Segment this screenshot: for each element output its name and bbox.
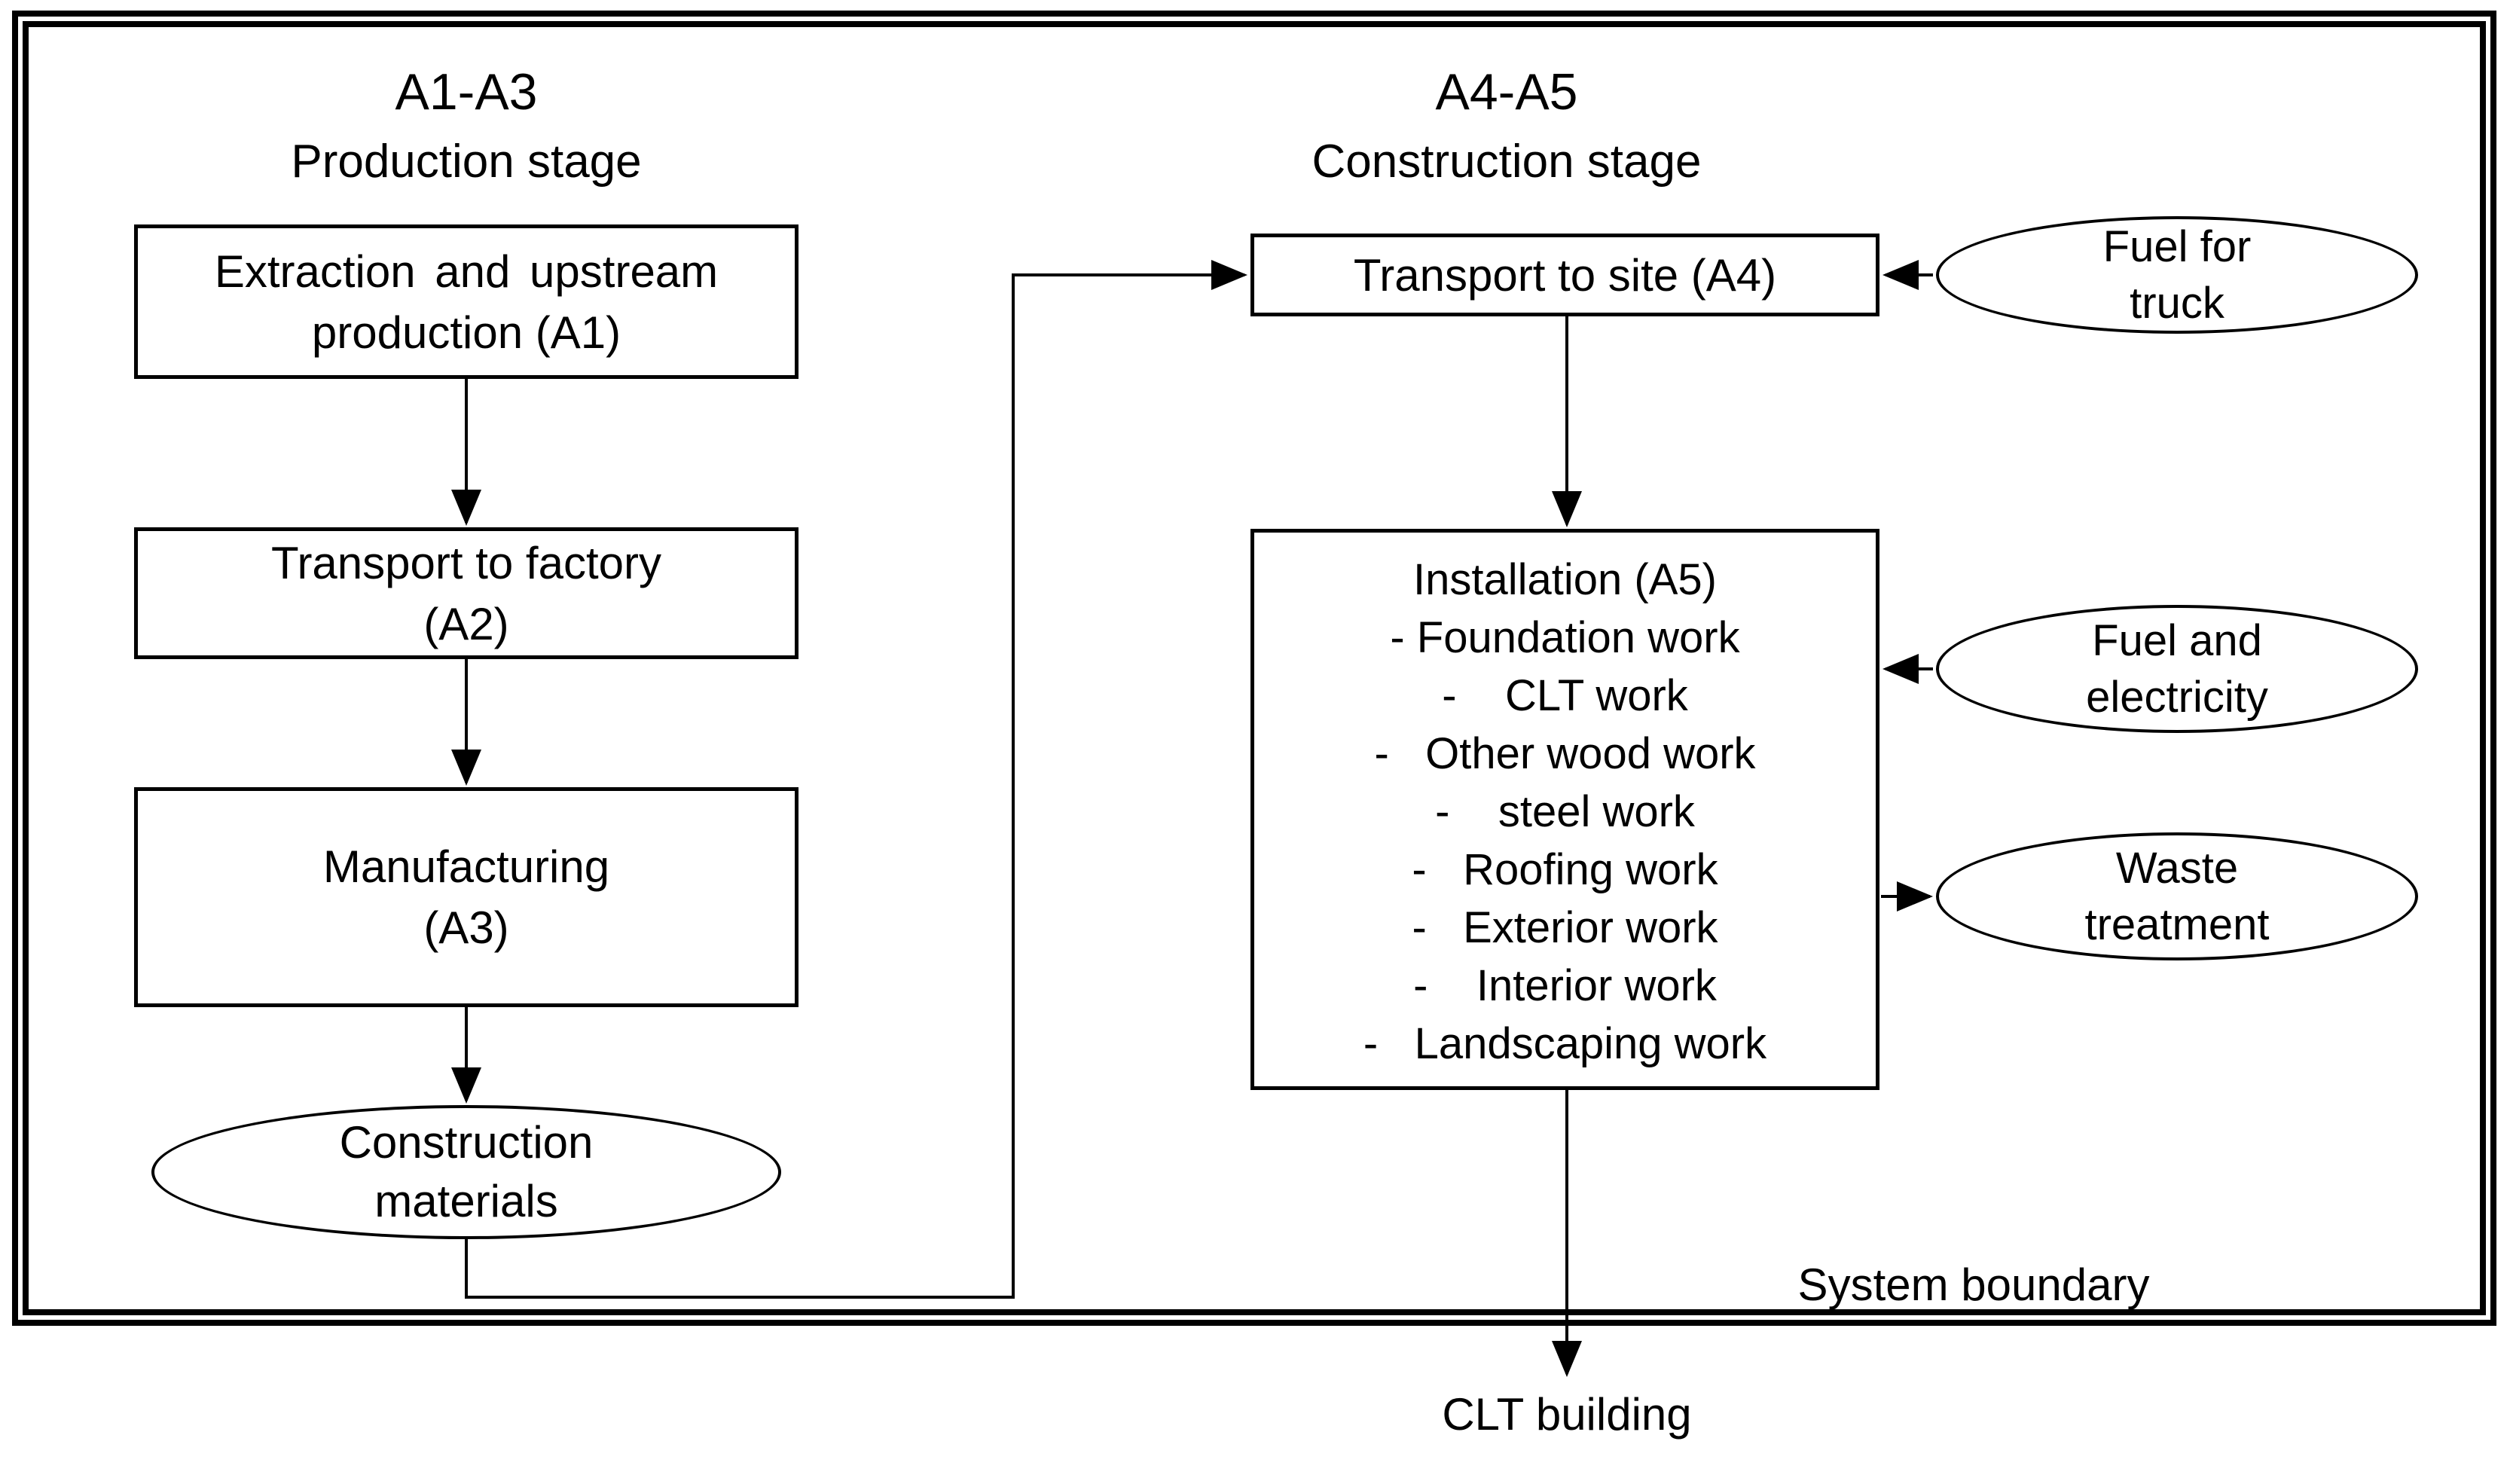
extraction-box-line2: production (A1) <box>311 307 621 358</box>
transport-to-site-box: Transport to site (A4) <box>1250 234 1879 316</box>
installation-box: Installation (A5) - Foundation work - CL… <box>1250 529 1879 1090</box>
manufacturing-box: Manufacturing (A3) <box>134 787 798 1007</box>
system-boundary-inner-border <box>23 21 2486 1315</box>
fuel-for-truck-line1: Fuel for <box>2102 221 2252 271</box>
production-stage-label: Production stage <box>291 136 642 188</box>
installation-item-foundation: - Foundation work <box>1390 613 1740 662</box>
transport-to-factory-line2: (A2) <box>423 598 509 649</box>
construction-materials-line1: Construction <box>339 1117 594 1168</box>
waste-treatment-line2: treatment <box>2084 900 2270 949</box>
fuel-and-electricity-line2: electricity <box>2086 673 2268 722</box>
installation-item-steel: - steel work <box>1435 787 1695 836</box>
installation-item-clt: - CLT work <box>1442 671 1688 720</box>
extraction-box: Extraction and upstream production (A1) <box>134 224 798 379</box>
installation-title: Installation (A5) <box>1413 555 1717 604</box>
transport-to-site-label: Transport to site (A4) <box>1353 249 1777 301</box>
fuel-for-truck-ellipse: Fuel for truck <box>1936 216 2418 334</box>
construction-stage-label: Construction stage <box>1311 136 1702 188</box>
construction-stage-code: A4-A5 <box>1435 63 1578 121</box>
installation-item-exterior: - Exterior work <box>1412 903 1718 952</box>
construction-materials-ellipse: Construction materials <box>151 1105 781 1239</box>
manufacturing-line1: Manufacturing <box>322 841 610 892</box>
waste-treatment-ellipse: Waste treatment <box>1936 832 2418 960</box>
waste-treatment-line1: Waste <box>2115 843 2239 893</box>
system-boundary-label: System boundary <box>1797 1260 2150 1310</box>
installation-item-other-wood: - Other wood work <box>1374 729 1756 778</box>
installation-item-roofing: - Roofing work <box>1412 845 1718 894</box>
fuel-and-electricity-ellipse: Fuel and electricity <box>1936 605 2418 733</box>
transport-to-factory-box: Transport to factory (A2) <box>134 527 798 659</box>
manufacturing-line2: (A3) <box>423 902 509 953</box>
construction-materials-line2: materials <box>374 1176 558 1226</box>
installation-item-interior: - Interior work <box>1413 961 1717 1010</box>
fuel-for-truck-line2: truck <box>2130 279 2224 328</box>
system-boundary-outer-border <box>12 11 2496 1326</box>
transport-to-factory-line1: Transport to factory <box>271 537 661 588</box>
installation-item-landscaping: - Landscaping work <box>1363 1019 1767 1068</box>
production-stage-code: A1-A3 <box>395 63 538 121</box>
fuel-and-electricity-line1: Fuel and <box>2092 615 2262 665</box>
extraction-box-line1: Extraction and upstream <box>214 246 719 297</box>
clt-building-label: CLT building <box>1442 1389 1692 1440</box>
